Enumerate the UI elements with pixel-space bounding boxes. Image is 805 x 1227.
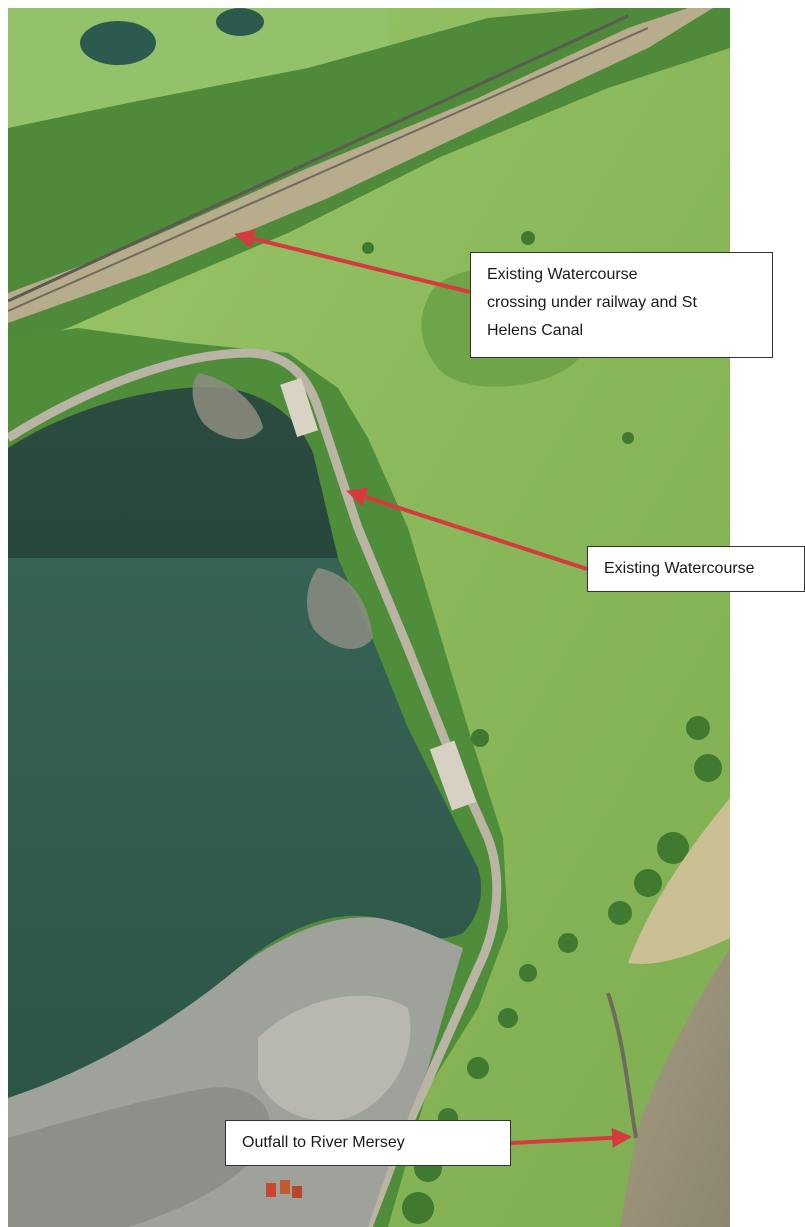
plant-vehicles <box>266 1180 302 1198</box>
structure-east <box>429 740 477 811</box>
outfall-channel <box>606 992 638 1139</box>
ash-lagoon-lower <box>8 1087 270 1227</box>
golf-pond-right <box>216 8 264 36</box>
callout-railway-line3: Helens Canal <box>487 322 584 339</box>
callout-railway-line2: crossing under railway and St <box>487 294 697 311</box>
callout-outfall: Outfall to River Mersey <box>225 1120 511 1166</box>
callout-outfall-label: Outfall to River Mersey <box>242 1134 405 1151</box>
golf-pond-left <box>80 21 156 65</box>
railway-track <box>8 14 629 303</box>
callout-watercourse: Existing Watercourse <box>587 546 805 592</box>
callout-watercourse-label: Existing Watercourse <box>604 560 755 577</box>
canal-line <box>8 27 649 312</box>
aerial-imagery <box>8 8 730 1227</box>
river-mersey <box>620 948 730 1227</box>
aerial-map <box>8 8 730 1227</box>
callout-railway-line1: Existing Watercourse <box>487 266 638 283</box>
perimeter-track <box>8 348 502 1227</box>
silt-deposit-north <box>192 373 263 440</box>
sandy-foreshore <box>628 798 730 964</box>
silt-deposit-east <box>306 568 373 649</box>
lower-lagoon <box>8 558 482 1098</box>
structure-north <box>280 377 319 438</box>
railway-corridor <box>8 8 713 323</box>
callout-railway-crossing: Existing Watercourse crossing under rail… <box>470 252 773 358</box>
spoil-heap <box>258 995 411 1121</box>
tree-cover <box>362 231 722 1224</box>
